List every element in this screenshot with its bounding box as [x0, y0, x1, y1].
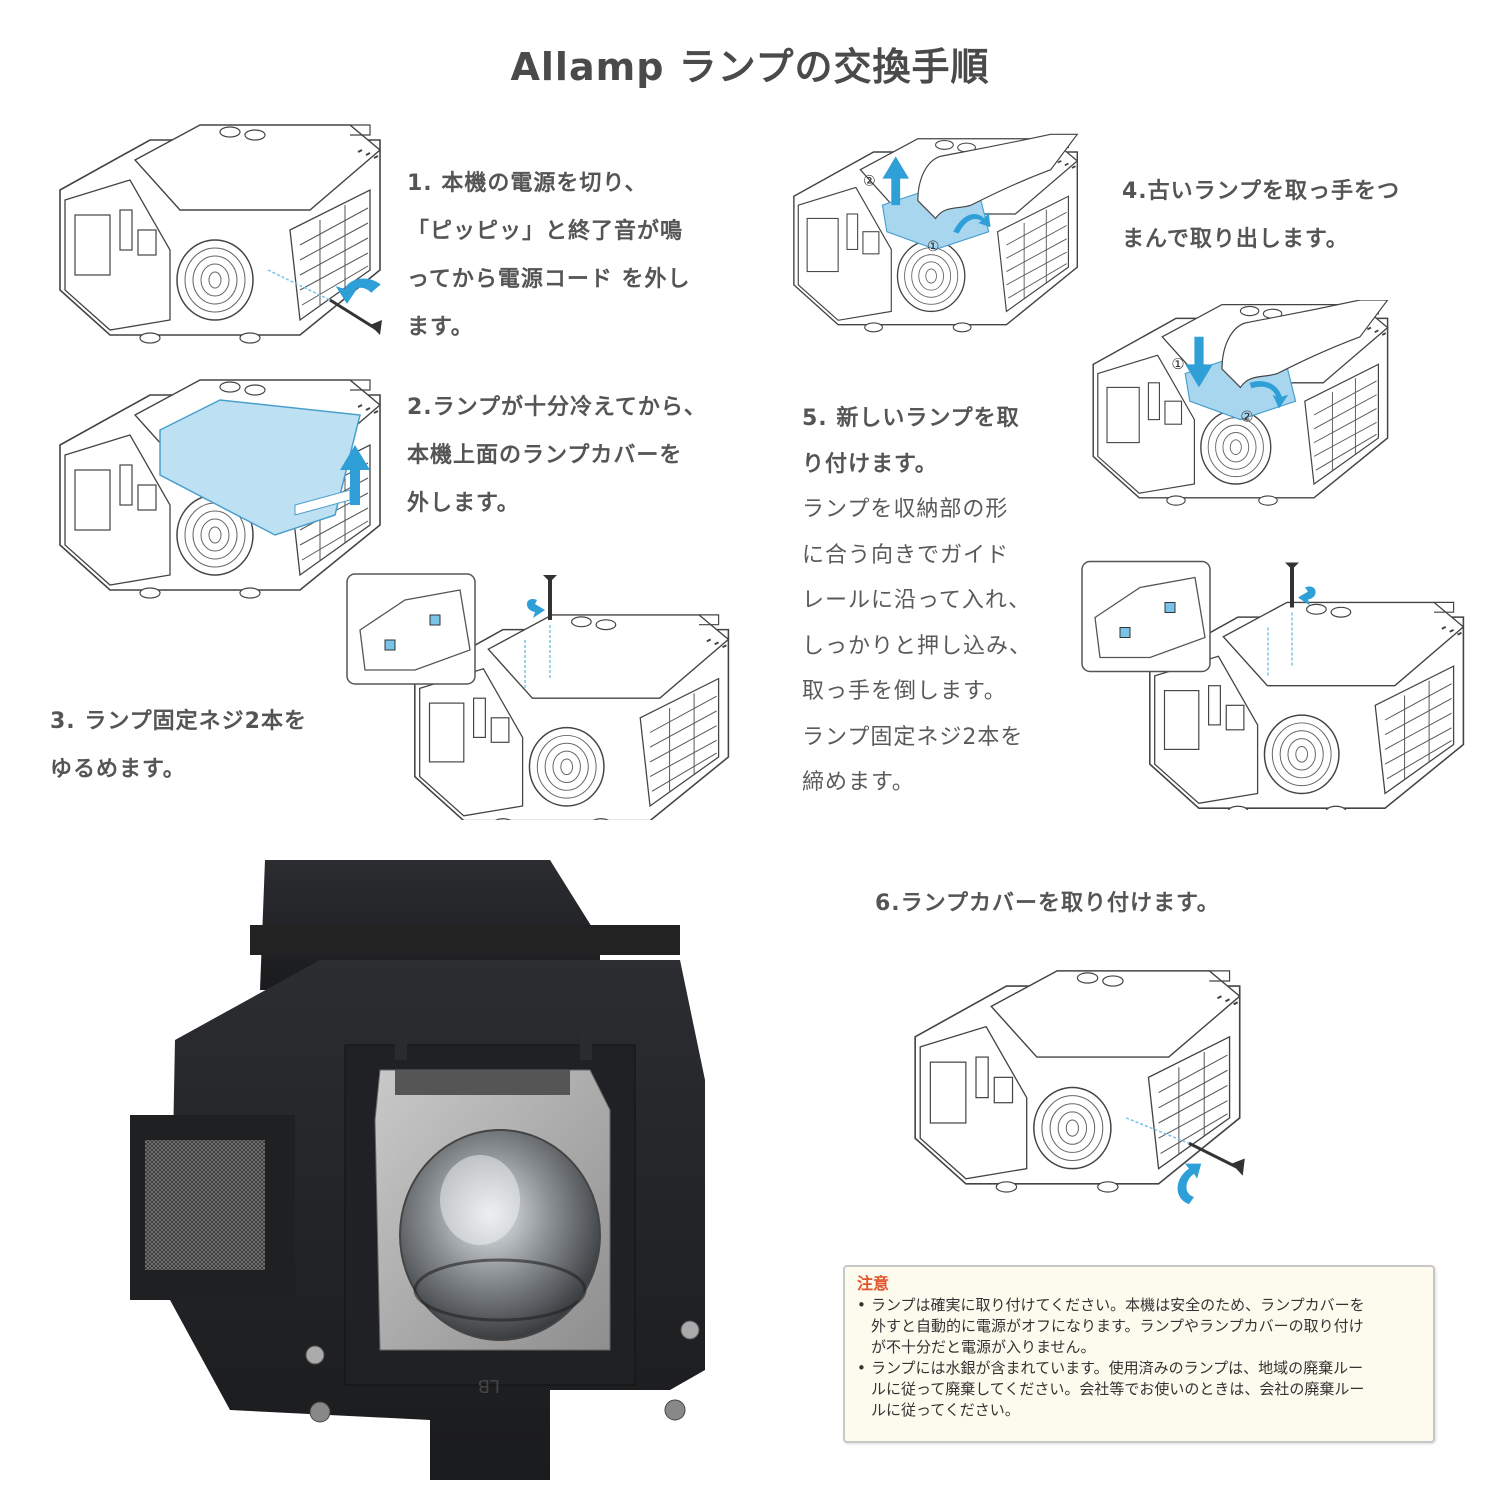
- rotate-arrow-icon: [526, 598, 545, 618]
- caution-item: ランプは確実に取り付けてください。本機は安全のため、ランプカバーを 外すと自動的…: [857, 1295, 1421, 1358]
- replacement-lamp-photo: LB: [130, 830, 730, 1490]
- hand: [917, 133, 1079, 220]
- page-title: Allamp ランプの交換手順: [510, 45, 990, 89]
- lamp-label: LB: [478, 1375, 500, 1396]
- step-2-text: 2.ランプが十分冷えてから、 本機上面のランプカバーを 外します。: [407, 395, 707, 516]
- step3-illustration: [345, 570, 740, 820]
- caution-heading: 注意: [857, 1274, 890, 1293]
- curved-arrow-icon: [1249, 381, 1289, 409]
- step-5-text: 5. 新しいランプを取 り付けます。 ランプを収納部の形 に合う向きでガイド レ…: [802, 406, 1033, 795]
- badge-2: ②: [1240, 408, 1253, 425]
- badge-1: ①: [1171, 356, 1184, 373]
- caution-notice: 注意 ランプは確実に取り付けてください。本機は安全のため、ランプカバーを 外すと…: [843, 1265, 1435, 1443]
- step6-illustration: [905, 965, 1260, 1210]
- step-6-text: 6.ランプカバーを取り付けます。: [875, 891, 1220, 916]
- step4-illustration: ② ①: [785, 125, 1095, 365]
- zoom-inset: [346, 573, 476, 685]
- rotate-arrow-icon: [1177, 1163, 1202, 1205]
- step-3-text: 3. ランプ固定ネジ2本を ゆるめます。: [50, 709, 307, 782]
- badge-2: ②: [863, 174, 876, 190]
- hand: [1221, 300, 1389, 389]
- step-4-text: 4.古いランプを取っ手をつ まんで取り出します。: [1122, 179, 1401, 252]
- step1-illustration: [50, 120, 400, 350]
- curved-arrow-icon: [953, 212, 991, 234]
- step5-insert-illustration: ① ②: [1080, 300, 1410, 530]
- badge-1: ①: [927, 239, 940, 255]
- caution-item: ランプには水銀が含まれています。使用済みのランプは、地域の廃棄ルー ルに従って廃…: [857, 1358, 1421, 1421]
- zoom-inset: [1081, 560, 1211, 673]
- rotate-arrow-icon: [1298, 586, 1316, 606]
- up-arrow-icon: [882, 156, 909, 206]
- step-1-text: 1. 本機の電源を切り、 「ピッピッ」と終了音が鳴 ってから電源コード を外し …: [407, 171, 691, 340]
- step2-illustration: [50, 375, 400, 605]
- rotate-arrow-icon: [335, 278, 381, 304]
- up-arrow-icon: [340, 445, 370, 505]
- down-arrow-icon: [1185, 336, 1213, 388]
- step5-tighten-illustration: [1080, 555, 1475, 810]
